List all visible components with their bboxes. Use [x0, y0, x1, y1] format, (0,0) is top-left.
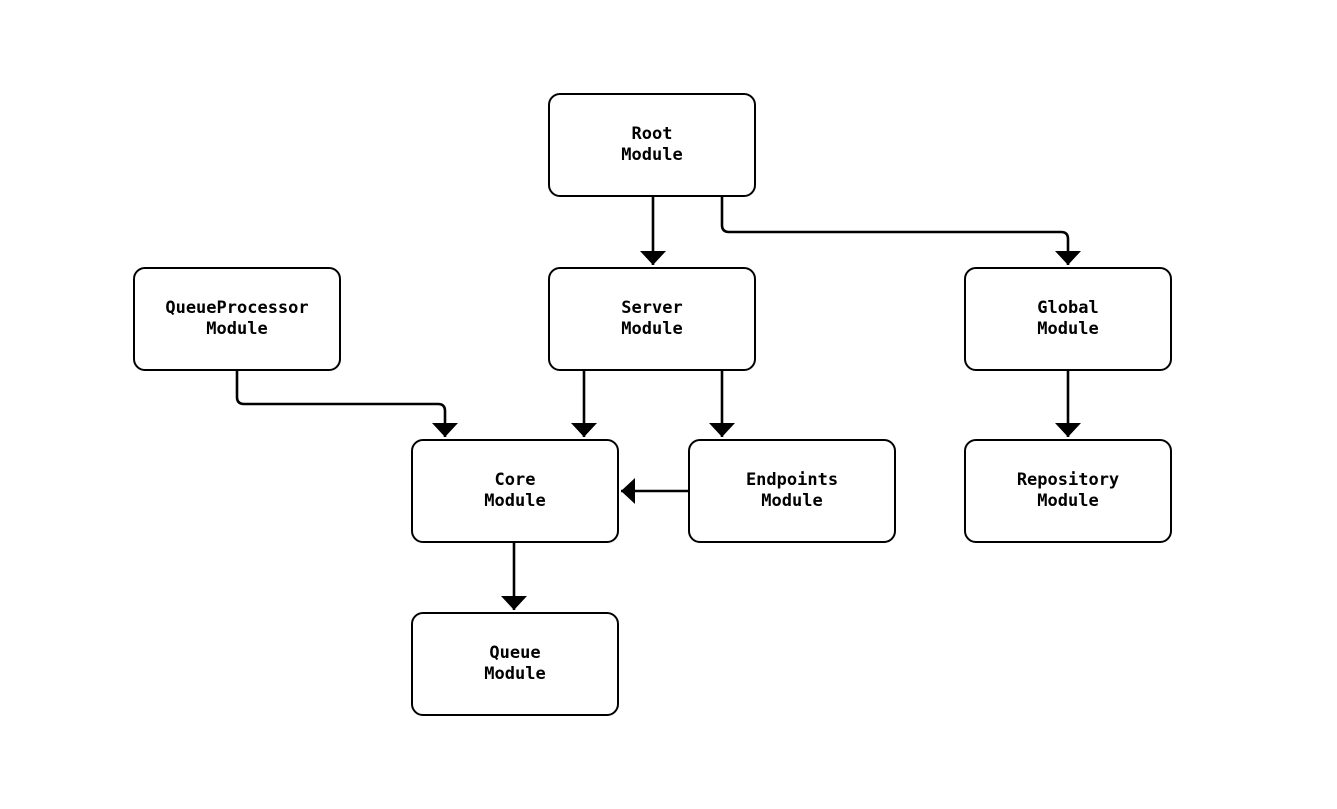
node-root-module: Root Module: [548, 93, 756, 197]
node-queueprocessor-module-label: QueueProcessor Module: [165, 298, 309, 339]
node-global-module-label: Global Module: [1037, 298, 1099, 339]
node-queue-module: Queue Module: [411, 612, 619, 716]
node-endpoints-module-label: Endpoints Module: [745, 470, 839, 511]
node-global-module: Global Module: [964, 267, 1172, 371]
node-core-module-label: Core Module: [484, 470, 546, 511]
node-queue-module-label: Queue Module: [484, 643, 546, 684]
node-repository-module: Repository Module: [964, 439, 1172, 543]
node-repository-module-label: Repository Module: [1016, 470, 1120, 511]
node-queueprocessor-module: QueueProcessor Module: [133, 267, 341, 371]
node-server-module: Server Module: [548, 267, 756, 371]
node-endpoints-module: Endpoints Module: [688, 439, 896, 543]
edge-queueprocessor-to-core: [235, 371, 458, 437]
node-root-module-label: Root Module: [621, 124, 683, 165]
edge-root-to-global: [720, 197, 1081, 265]
node-core-module: Core Module: [411, 439, 619, 543]
node-server-module-label: Server Module: [621, 298, 683, 339]
